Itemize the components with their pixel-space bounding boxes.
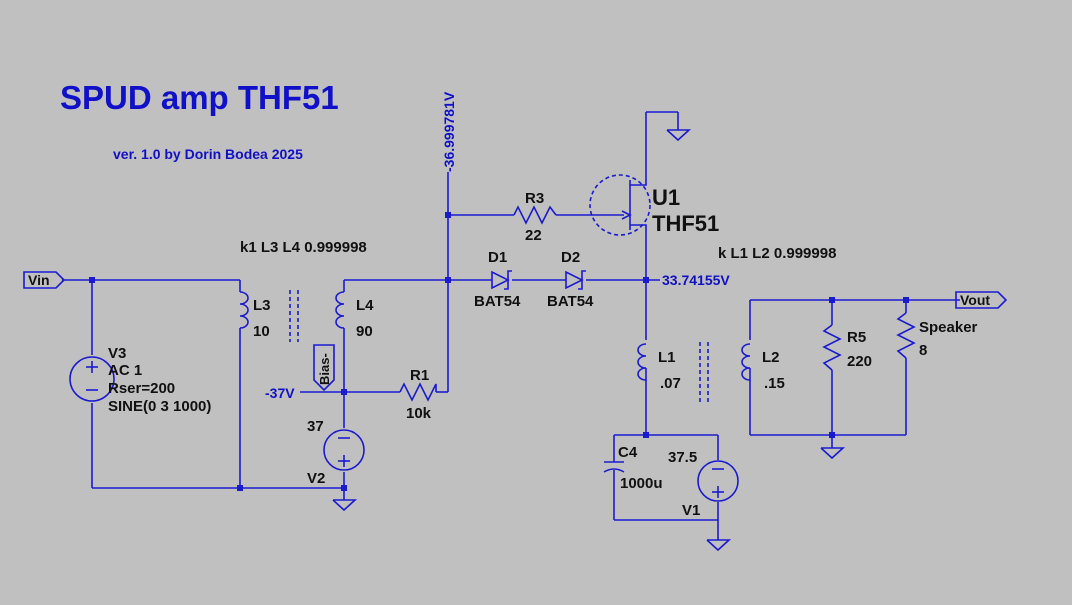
transformer-core-output <box>699 342 709 405</box>
speaker-value: 8 <box>919 342 927 359</box>
l1-ref: L1 <box>658 349 676 366</box>
voltage-label-drain: 33.74155V <box>662 272 730 288</box>
resistor-r1[interactable] <box>399 382 437 402</box>
l1-value: .07 <box>660 375 681 392</box>
l4-value: 90 <box>356 323 373 340</box>
v3-line-2: Rser=200 <box>108 380 175 397</box>
r1-ref: R1 <box>410 367 429 384</box>
page-subtitle: ver. 1.0 by Dorin Bodea 2025 <box>113 146 303 162</box>
c4-ref: C4 <box>618 444 638 461</box>
r1-value: 10k <box>406 405 432 422</box>
d2-ref: D2 <box>561 249 580 266</box>
l3-ref: L3 <box>253 297 271 314</box>
ground-icon <box>332 499 358 512</box>
voltage-source-v3[interactable] <box>69 356 115 402</box>
l2-ref: L2 <box>762 349 780 366</box>
diode-d1[interactable] <box>491 270 512 290</box>
coupling-directive-output: k L1 L2 0.999998 <box>718 245 836 262</box>
wires <box>62 111 960 540</box>
c4-value: 1000u <box>620 475 663 492</box>
d1-value: BAT54 <box>474 293 521 310</box>
voltage-label-bias: -37V <box>265 385 295 401</box>
voltage-source-v2[interactable] <box>323 429 365 471</box>
v3-ref: V3 <box>108 345 126 362</box>
ground-icon <box>820 447 846 460</box>
v2-value: 37 <box>307 418 324 435</box>
v3-line-3: SINE(0 3 1000) <box>108 398 211 415</box>
d1-ref: D1 <box>488 249 507 266</box>
v2-ref: V2 <box>307 470 325 487</box>
inductor-l2[interactable] <box>741 343 751 392</box>
d2-value: BAT54 <box>547 293 594 310</box>
port-bias[interactable]: Bias- <box>313 344 335 392</box>
junctions <box>89 212 909 491</box>
inductor-l4[interactable] <box>335 288 345 340</box>
l4-ref: L4 <box>356 297 374 314</box>
l3-value: 10 <box>253 323 270 340</box>
u1-ref: U1 <box>652 185 680 210</box>
r5-value: 220 <box>847 353 872 370</box>
page-title: SPUD amp THF51 <box>60 79 339 116</box>
r5-ref: R5 <box>847 329 866 346</box>
l2-value: .15 <box>764 375 785 392</box>
transistor-u1[interactable] <box>589 174 651 236</box>
port-bias-label: Bias- <box>317 353 332 385</box>
v1-value: 37.5 <box>668 449 697 466</box>
ground-icon <box>666 129 692 142</box>
voltage-source-v1[interactable] <box>697 460 739 502</box>
resistor-speaker[interactable] <box>896 312 916 359</box>
speaker-ref: Speaker <box>919 319 978 336</box>
capacitor-c4[interactable] <box>603 461 625 473</box>
inductor-l3[interactable] <box>239 288 249 340</box>
inductor-l1[interactable] <box>637 343 647 392</box>
v3-line-1: AC 1 <box>108 362 142 379</box>
v1-ref: V1 <box>682 502 700 519</box>
port-vin-label: Vin <box>28 272 50 288</box>
r3-ref: R3 <box>525 190 544 207</box>
coupling-directive-input: k1 L3 L4 0.999998 <box>240 239 367 256</box>
port-vout[interactable]: Vout <box>955 291 1008 309</box>
ground-icon <box>706 539 732 552</box>
resistor-r3[interactable] <box>513 205 557 225</box>
diode-d2[interactable] <box>565 270 586 290</box>
port-vin[interactable]: Vin <box>23 271 66 289</box>
voltage-label-top-rail: -36.999781V <box>441 91 457 172</box>
r3-value: 22 <box>525 227 542 244</box>
u1-value: THF51 <box>652 211 719 236</box>
resistor-r5[interactable] <box>822 324 842 371</box>
transformer-core-input <box>289 290 299 342</box>
port-vout-label: Vout <box>960 292 990 308</box>
